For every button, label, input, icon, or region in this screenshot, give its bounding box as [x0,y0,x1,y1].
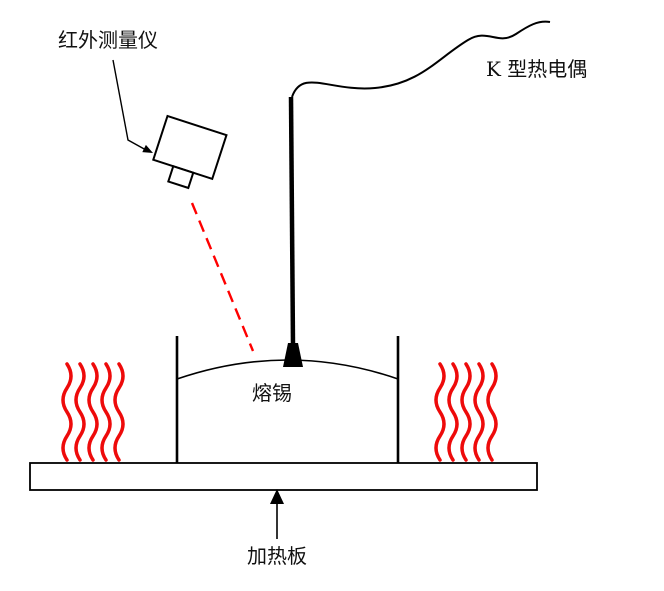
thermocouple-label: K 型热电偶 [486,57,587,81]
thermocouple-wire [291,20,551,98]
heating-plate-arrowhead [270,489,284,504]
molten-solder-label: 熔锡 [252,381,292,405]
infrared-meter-leader-arrowhead [142,144,153,153]
infrared-camera-lens [167,164,195,190]
heating-plate-label: 加热板 [247,544,307,568]
infrared-beam-dashed-line [190,202,255,352]
heating-plate [29,462,538,491]
heat-waves-left [61,362,125,462]
infrared-meter-label: 红外测量仪 [58,28,158,52]
heat-wave-line [74,362,86,462]
infrared-camera [152,114,228,190]
thermocouple-probe-rod [288,96,296,347]
heat-wave-line [460,362,472,462]
heat-waves-right [434,362,498,462]
heat-wave-line [486,362,498,462]
heat-wave-line [61,362,73,462]
heat-wave-line [87,362,99,462]
heat-wave-line [100,362,112,462]
heat-wave-line [473,362,485,462]
heat-wave-line [447,362,459,462]
infrared-camera-body [152,114,228,181]
heat-wave-line [434,362,446,462]
heat-wave-line [113,362,125,462]
infrared-meter-leader-line [112,59,147,151]
thermocouple-probe-tip [283,343,303,367]
